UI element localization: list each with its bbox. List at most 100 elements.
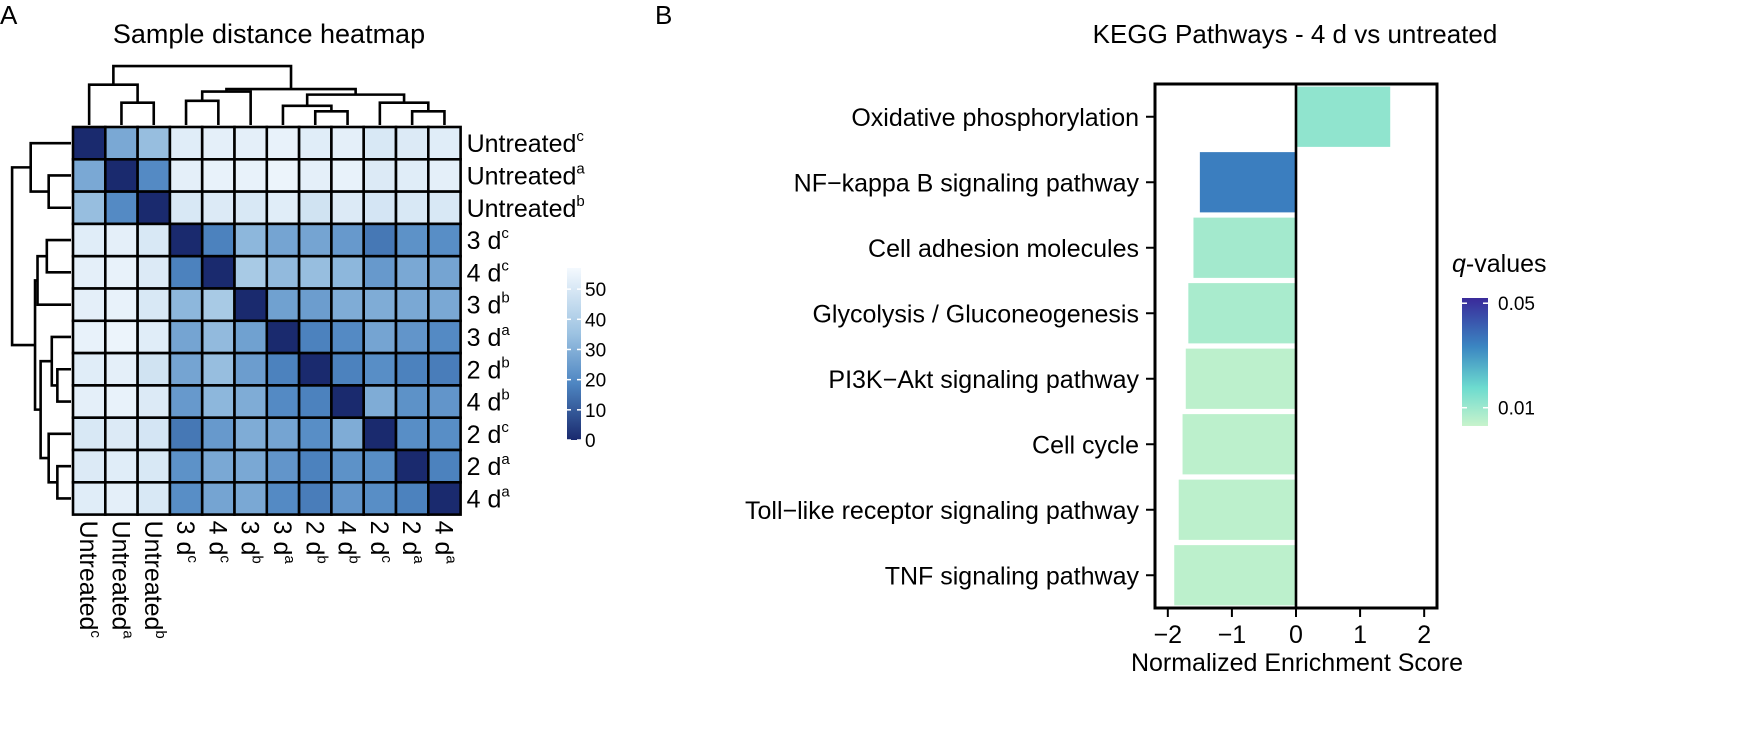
heatmap-cell — [330, 287, 365, 323]
heatmap-cell — [136, 254, 172, 290]
heatmap-cell — [136, 480, 172, 516]
heatmap-legend-tick-label: 0 — [585, 431, 596, 452]
heatmap-row-label: 4 db — [467, 387, 510, 417]
heatmap-column-label: 2 dc — [365, 521, 395, 564]
heatmap-cell — [394, 351, 430, 387]
heatmap-cell — [104, 448, 139, 484]
kegg-category-label: Toll−like receptor signaling pathway — [745, 497, 1139, 525]
dendrogram-branch — [10, 166, 36, 347]
heatmap-cell — [265, 254, 301, 290]
dendrogram-branch — [305, 93, 406, 106]
heatmap-cell — [233, 351, 269, 387]
heatmap-cell — [233, 319, 269, 355]
heatmap-cell — [394, 125, 430, 161]
heatmap-cell — [233, 448, 269, 484]
heatmap-row-label: 3 dc — [467, 225, 510, 255]
heatmap-cell — [200, 254, 236, 290]
heatmap-cell — [394, 287, 430, 323]
heatmap-cell — [233, 190, 269, 226]
kegg-category-label: PI3K−Akt signaling pathway — [828, 366, 1139, 394]
heatmap-cell — [200, 480, 236, 516]
heatmap-cell — [71, 384, 107, 419]
heatmap-column-label: Untreateda — [106, 521, 136, 640]
heatmap-cell — [394, 190, 430, 226]
heatmap-column-label: 3 db — [236, 521, 266, 564]
kegg-bar — [1178, 479, 1296, 540]
heatmap-column-label: 2 db — [300, 521, 330, 564]
heatmap-column-label: 4 db — [333, 521, 363, 564]
heatmap-cell — [394, 416, 430, 452]
heatmap-cell — [330, 448, 365, 484]
heatmap-cell — [297, 190, 333, 226]
heatmap-cell — [233, 384, 269, 419]
heatmap-cell — [136, 158, 172, 193]
heatmap-cell — [362, 287, 398, 323]
heatmap-cell — [330, 319, 365, 355]
dendrogram-branch — [120, 101, 156, 125]
heatmap-cell — [168, 287, 204, 323]
dendrogram-branch — [47, 432, 71, 484]
heatmap-cell — [297, 480, 333, 516]
heatmap-cell — [330, 222, 365, 258]
heatmap-cell — [426, 448, 462, 484]
kegg-x-tick-label: 0 — [1289, 621, 1303, 649]
heatmap-cell — [104, 190, 139, 226]
heatmap-column-label: 4 da — [429, 521, 459, 565]
heatmap-cell — [426, 416, 462, 452]
dendrogram-branch — [45, 238, 71, 274]
heatmap-cell — [265, 448, 301, 484]
dendrogram-branch — [47, 174, 71, 210]
heatmap-cell — [168, 351, 204, 387]
heatmap-cell — [168, 222, 204, 258]
heatmap-cell — [394, 222, 430, 258]
kegg-bar — [1199, 152, 1296, 213]
kegg-x-tick-label: 1 — [1353, 621, 1367, 649]
kegg-bar — [1188, 283, 1296, 344]
heatmap-cell — [104, 319, 139, 355]
heatmap-cell — [233, 222, 269, 258]
heatmap-column-label: Untreatedb — [139, 521, 169, 639]
heatmap-cell — [362, 384, 398, 419]
heatmap-legend-tick-label: 50 — [585, 280, 606, 301]
heatmap-row-label: 4 dc — [467, 257, 510, 287]
heatmap-cell — [104, 351, 139, 387]
heatmap-cell — [168, 384, 204, 419]
heatmap-cell — [426, 190, 462, 226]
heatmap-cell — [104, 480, 139, 516]
dendrogram-branch — [200, 90, 252, 125]
heatmap-cell — [362, 448, 398, 484]
kegg-category-label: TNF signaling pathway — [885, 562, 1140, 590]
heatmap-cell — [265, 416, 301, 452]
heatmap-cell — [297, 416, 333, 452]
heatmap-row-label: 3 da — [467, 322, 511, 352]
kegg-x-axis-label: Normalized Enrichment Score — [1131, 649, 1463, 677]
dendrogram-branch — [184, 99, 220, 125]
heatmap-cell — [168, 125, 204, 161]
heatmap-cell — [71, 254, 107, 290]
heatmap-cell — [362, 222, 398, 258]
kegg-bar — [1296, 86, 1391, 147]
heatmap-cell — [168, 448, 204, 484]
heatmap-cell — [362, 416, 398, 452]
heatmap-cell — [136, 125, 172, 161]
heatmap-cell — [297, 384, 333, 419]
dendrogram-branch — [56, 464, 71, 500]
heatmap-cell — [265, 125, 301, 161]
heatmap-column-label: 2 da — [397, 521, 427, 565]
heatmap-cell — [394, 480, 430, 516]
heatmap-cell — [168, 319, 204, 355]
heatmap-cell — [426, 254, 462, 290]
heatmap-cell — [297, 351, 333, 387]
q-legend-bar — [1462, 298, 1488, 426]
heatmap-title: Sample distance heatmap — [113, 19, 425, 49]
kegg-category-label: Oxidative phosphorylation — [851, 104, 1139, 132]
heatmap-cell — [104, 287, 139, 323]
kegg-x-tick-label: −1 — [1218, 621, 1247, 649]
heatmap-cell — [394, 448, 430, 484]
heatmap-legend-tick-label: 40 — [585, 310, 606, 331]
heatmap-column-label: Untreatedc — [74, 521, 104, 639]
heatmap-cell — [394, 319, 430, 355]
heatmap-cell — [297, 254, 333, 290]
